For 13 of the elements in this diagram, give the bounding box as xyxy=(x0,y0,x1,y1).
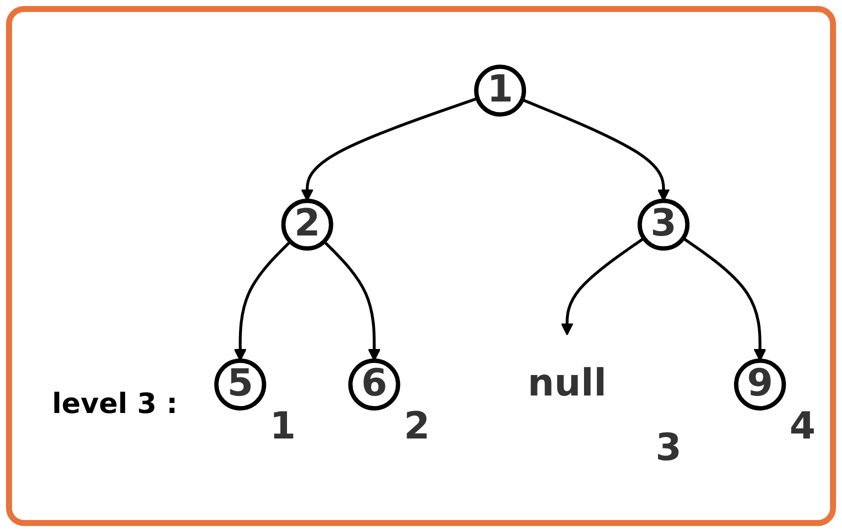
index-number: 1 xyxy=(270,403,296,448)
tree-node-circle: 2 xyxy=(281,198,334,251)
index-number: 4 xyxy=(790,403,816,448)
index-number: 2 xyxy=(404,403,430,448)
arrow xyxy=(560,237,645,336)
tree-node-circle: 3 xyxy=(638,198,690,251)
null-text: null xyxy=(528,362,607,406)
tree-node-circle: 6 xyxy=(348,358,400,410)
tree-node-circle: 5 xyxy=(214,358,266,410)
index-number: 3 xyxy=(656,425,682,470)
level-label: level 3 : xyxy=(52,387,179,420)
tree-node-circle: 1 xyxy=(474,64,526,117)
tree-node-circle: 9 xyxy=(734,358,786,410)
